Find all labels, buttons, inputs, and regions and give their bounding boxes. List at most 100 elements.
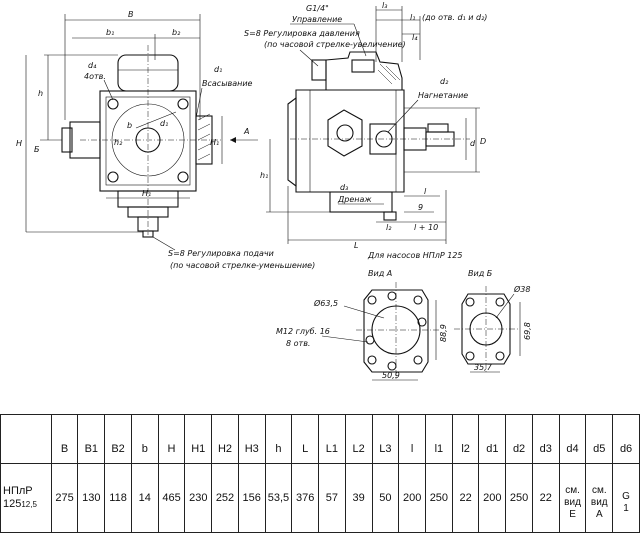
value-cell: 200 [398,463,426,533]
value-cell: 14 [130,463,159,533]
label-view-A: Вид А [368,269,392,278]
dim-d698: 69,8 [523,322,532,340]
dim-L4: l₄ [412,33,418,42]
table-header-row: B B1 B2 b H H1 H2 H3 h L L1 L2 L3 l l1 l… [0,414,640,464]
label-s8-pressure: S=8 Регулировка давления [244,29,360,38]
label-d3: d₃ [340,183,348,192]
header-cell: d2 [505,414,533,464]
dim-B: B [128,10,134,19]
label-discharge: Нагнетание [418,91,468,100]
header-cell: h [264,414,293,464]
label-d1: d₁ [214,65,222,74]
header-cell: B [50,414,79,464]
value-cell: 130 [77,463,106,533]
header-cell: d6 [612,414,640,464]
spec-table: B B1 B2 b H H1 H2 H3 h L L1 L2 L3 l l1 l… [0,414,640,533]
model-small: 12,5 [21,500,37,509]
side-view: G1/4" Управление S=8 Регулировка давлени… [244,1,487,250]
dim-d-small: d₁ [160,119,168,128]
header-cell: d4 [558,414,587,464]
dim-h: h [38,89,43,98]
dim-H1-bottom: H₁ [142,189,151,198]
value-cell: 275 [50,463,79,533]
label-d4: d₄ [88,61,97,70]
view-A: Для насосов НПлР 125 Вид А Ø63,5 M12 глу… [276,251,462,381]
label-control: Управление [292,15,342,24]
value-cell: 53,5 [264,463,293,533]
value-cell: 50 [371,463,400,533]
dim-d357: 35,7 [474,363,493,372]
label-view-B: Вид Б [468,269,493,278]
technical-drawing: B b₁ b₂ b h₂ d₁ Б [16,1,532,381]
label-thread: G1/4" [306,4,329,13]
value-cell: 200 [478,463,507,533]
dim-H1-right: H₁ [210,138,219,147]
dim-l: l [424,187,427,196]
value-cell: 22 [531,463,560,533]
header-cell: B1 [77,414,106,464]
label-L1-note: (до отв. d₁ и d₂) [422,13,487,22]
header-cell: L3 [371,414,400,464]
label-pump-note: Для насосов НПлР 125 [367,251,462,260]
dim-9: 9 [418,203,423,212]
value-cell: 57 [318,463,346,533]
header-cell: b [130,414,159,464]
label-suction: Всасывание [202,79,253,88]
value-cell: 118 [104,463,132,533]
header-cell: d3 [531,414,560,464]
view-B: Вид Б Ø38 69,8 35,7 [454,269,532,373]
header-cell: H3 [237,414,266,464]
dim-d509: 50,9 [382,371,400,380]
label-drain: Дренаж [337,195,372,204]
label-m12: M12 глуб. 16 [276,327,330,336]
dim-h-small: h₂ [114,138,123,147]
header-cell: L1 [318,414,346,464]
dim-d: d [470,139,476,148]
dim-d889: 88,9 [439,324,448,342]
header-cell: d5 [585,414,614,464]
label-d4-count: 4отв. [84,72,106,81]
dim-d635: Ø63,5 [313,298,338,308]
header-cell: l [398,414,426,464]
value-cell: 156 [237,463,266,533]
label-s8-feed-note: (по часовой стрелке-уменьшение) [170,261,315,270]
label-b-view: Б [34,145,40,154]
value-cell: 250 [505,463,533,533]
header-cell: d1 [478,414,507,464]
value-cell: 376 [291,463,320,533]
header-cell: B2 [104,414,132,464]
value-cell: 39 [344,463,373,533]
header-cell: H1 [184,414,213,464]
dim-d38: Ø38 [513,284,530,294]
label-s8-feed: S=8 Регулировка подачи [168,249,274,258]
value-cell: 465 [157,463,186,533]
dim-h1: h₁ [260,171,268,180]
header-cell: L2 [344,414,373,464]
dim-L: L [354,241,358,250]
dim-l2: l₂ [386,223,392,232]
label-A-arrow: A [243,127,249,136]
value-cell: 230 [184,463,213,533]
dim-H: H [16,139,22,148]
dim-b: b [127,121,132,130]
label-d2: d₂ [440,77,449,86]
model-main: НПлР [3,485,33,497]
label-holes8: 8 отв. [286,339,310,348]
label-s8-pressure-note: (по часовой стрелке-увеличение) [264,40,406,49]
dim-l10: l + 10 [414,223,438,232]
value-cell: 22 [451,463,480,533]
dim-L1: l₁ [410,13,415,22]
header-cell [0,414,52,464]
header-cell: l1 [425,414,453,464]
model-sub: 125 [3,498,22,510]
dim-b1: b₁ [106,28,114,37]
value-cell: 250 [425,463,453,533]
spec-table-wrap: B B1 B2 b H H1 H2 H3 h L L1 L2 L3 l l1 l… [0,414,640,533]
front-view: B b₁ b₂ b h₂ d₁ Б [16,10,315,270]
value-cell: 252 [211,463,239,533]
